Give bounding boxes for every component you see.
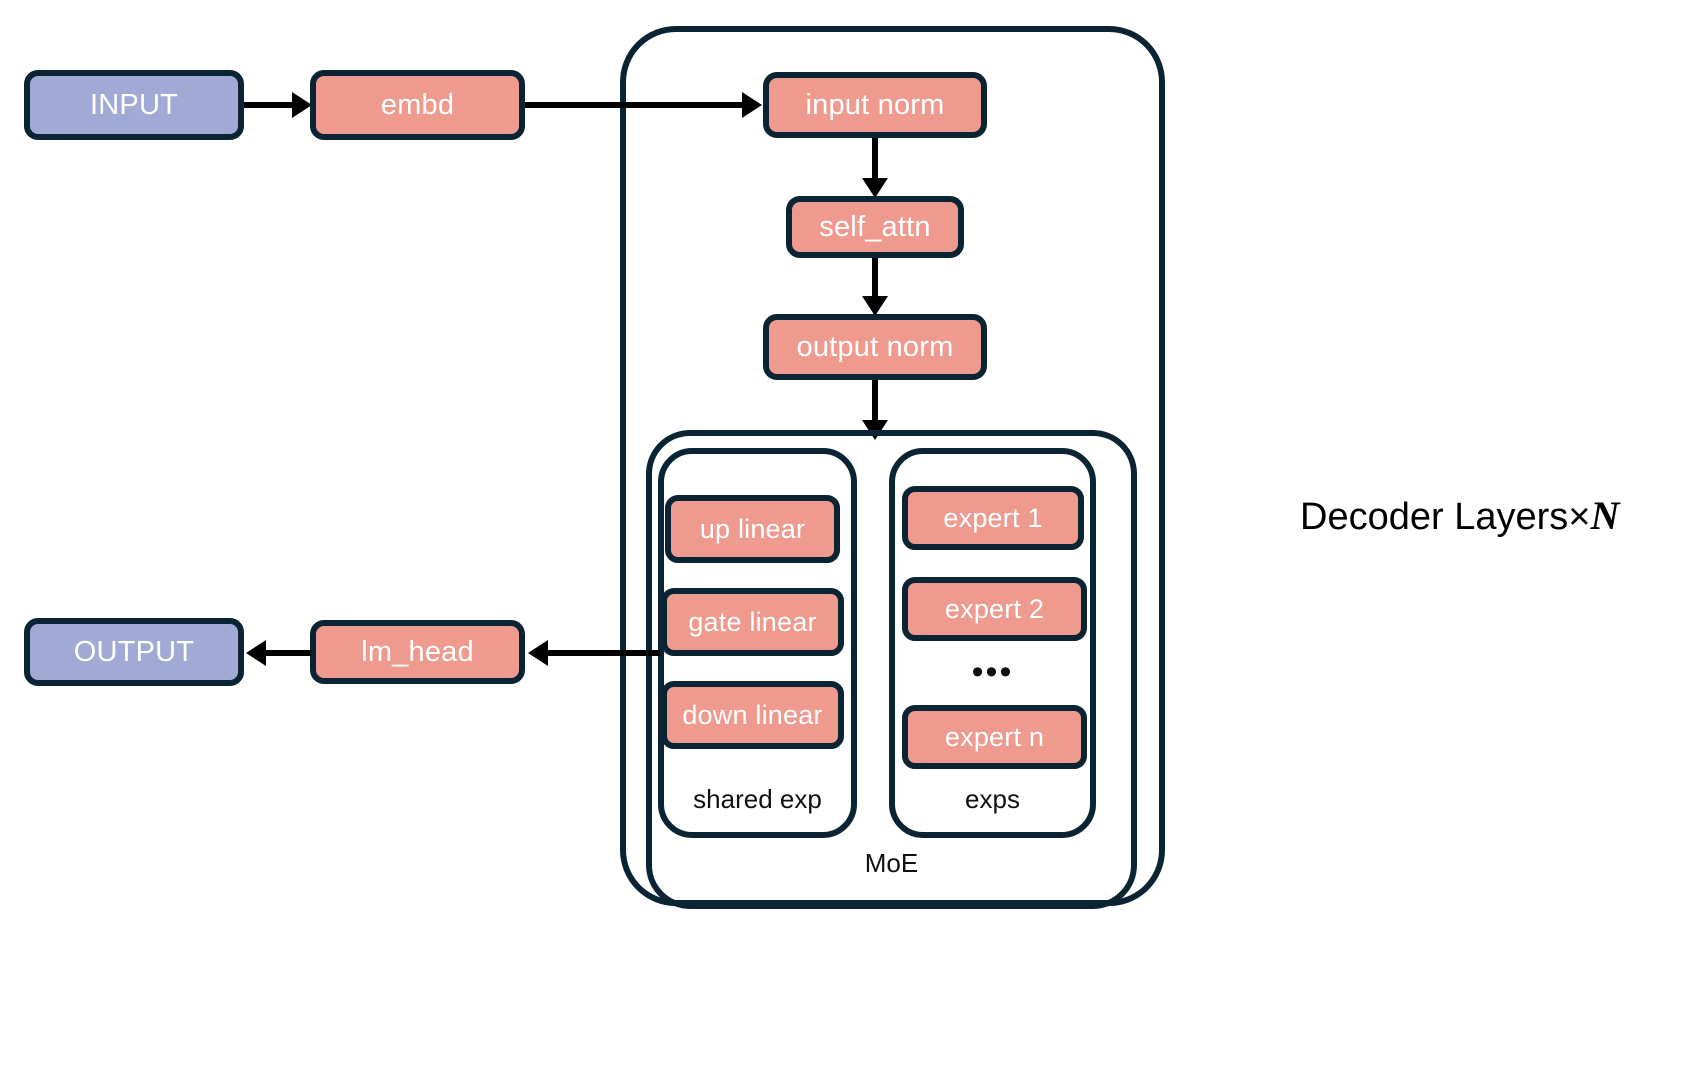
arrowhead-input-to-embd [292,92,312,118]
embd-node[interactable]: embd [310,70,525,140]
arrowhead-self-attn-to-output-norm [862,296,888,316]
arrowhead-embd-to-input-norm [742,92,762,118]
input-node[interactable]: INPUT [24,70,244,140]
moe-label: MoE [864,848,919,878]
arrowhead-lm-head-to-output [246,640,266,666]
expert-node-1[interactable]: expert 1 [902,486,1084,550]
connector-output-norm-to-moe [872,380,878,426]
lm-head-label: lm_head [361,635,474,668]
input-node-label: INPUT [90,88,178,121]
moe-container [646,430,1137,909]
connector-lm-head-to-output [266,650,312,656]
arrowhead-input-norm-to-self-attn [862,178,888,198]
arrowhead-decoder-to-lm-head [528,640,548,666]
decoder-layers-caption-text: Decoder Layers× [1300,496,1591,538]
expert-node-n-label: expert n [944,721,1045,752]
connector-input-norm-to-self-attn [872,138,878,180]
shared-expert-layer-down-linear[interactable]: down linear [661,681,844,749]
input-norm-node[interactable]: input norm [763,72,987,138]
shared-expert-layer-up-linear[interactable]: up linear [665,495,840,563]
output-node-label: OUTPUT [73,635,195,668]
routed-experts-label: exps [965,784,1020,814]
shared-expert-layer-up-linear-label: up linear [699,513,806,544]
self-attn-label: self_attn [819,210,931,243]
connector-self-attn-to-output-norm [872,258,878,300]
expert-node-1-label: expert 1 [943,502,1043,533]
embd-node-label: embd [380,88,455,121]
connector-embd-to-input-norm [525,102,742,108]
decoder-layers-caption: Decoder Layers×N [1300,492,1619,539]
shared-expert-layer-gate-linear[interactable]: gate linear [661,588,844,656]
output-norm-label: output norm [796,330,954,363]
decoder-layers-caption-var: N [1590,493,1620,538]
shared-expert-label: shared exp [693,784,822,814]
connector-decoder-to-lm-head [548,650,660,656]
experts-ellipsis: ••• [971,653,1014,691]
expert-node-2-label: expert 2 [944,593,1045,624]
routed-experts-container [889,448,1096,838]
shared-expert-layer-down-linear-label: down linear [682,699,823,730]
input-norm-label: input norm [805,88,945,121]
expert-node-2[interactable]: expert 2 [902,577,1087,641]
output-norm-node[interactable]: output norm [763,314,987,380]
expert-node-n[interactable]: expert n [902,705,1087,769]
output-node[interactable]: OUTPUT [24,618,244,686]
connector-input-to-embd [244,102,292,108]
lm-head-node[interactable]: lm_head [310,620,525,684]
self-attn-node[interactable]: self_attn [786,196,964,258]
shared-expert-layer-gate-linear-label: gate linear [688,606,817,637]
